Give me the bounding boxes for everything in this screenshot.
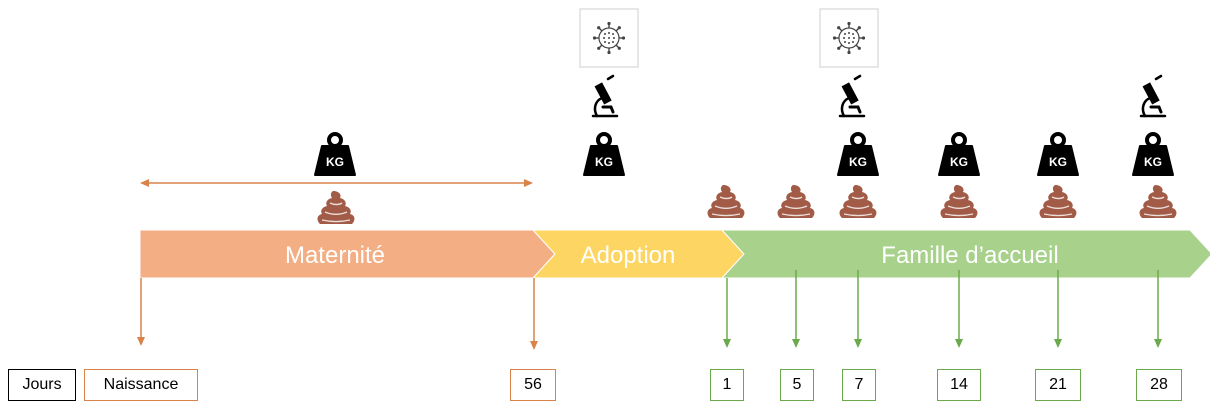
virus-test-frame <box>819 8 879 68</box>
virus-test-frame <box>579 8 639 68</box>
arrow-day-14 <box>955 270 963 348</box>
weight-kg-icon: KG <box>582 132 626 177</box>
arrow-day-56 <box>530 278 538 350</box>
weight-kg-icon: KG <box>836 132 880 177</box>
phase-maternite-label: Maternité <box>285 242 385 269</box>
day-28-label: 28 <box>1136 369 1182 401</box>
virus-icon <box>592 21 626 55</box>
arrow-day-5 <box>792 270 800 348</box>
arrow-day-28 <box>1154 270 1162 348</box>
jours-label: Jours <box>8 369 76 401</box>
day-14-label: 14 <box>937 369 981 401</box>
arrow-day-7 <box>854 270 862 348</box>
phase-famille-label: Famille d’accueil <box>881 242 1058 269</box>
phase-famille-shape <box>720 229 1210 279</box>
arrow-day-1 <box>723 278 731 348</box>
svg-text:KG: KG <box>326 155 344 169</box>
stool-icons <box>316 184 1178 225</box>
phase-adoption-label: Adoption <box>581 242 676 269</box>
svg-text:KG: KG <box>950 155 968 169</box>
svg-text:KG: KG <box>849 155 867 169</box>
microscope-icon <box>838 74 866 118</box>
naissance-label: Naissance <box>84 369 198 401</box>
day-1-label: 1 <box>710 369 744 401</box>
maternite-span-arrow <box>140 179 533 187</box>
virus-icon <box>832 21 866 55</box>
phase-band: Maternité Adoption Famille d’accueil <box>139 229 1210 279</box>
stool-icon <box>706 184 746 219</box>
stool-icon <box>1038 184 1078 219</box>
virus-icons <box>579 8 879 68</box>
weight-kg-icon: KG <box>1036 132 1080 177</box>
day-7-label: 7 <box>842 369 876 401</box>
day-arrows <box>137 270 1162 350</box>
day-21-label: 21 <box>1035 369 1081 401</box>
svg-text:KG: KG <box>595 155 613 169</box>
microscope-icon <box>1139 74 1167 118</box>
svg-text:KG: KG <box>1144 155 1162 169</box>
svg-text:KG: KG <box>1049 155 1067 169</box>
weight-icons: KG KG KG KG KG KG <box>313 132 1175 177</box>
weight-kg-icon: KG <box>313 132 357 177</box>
arrow-naissance <box>137 278 145 346</box>
arrow-day-21 <box>1054 270 1062 348</box>
stool-icon <box>939 184 979 219</box>
weight-kg-icon: KG <box>1131 132 1175 177</box>
stool-icon <box>316 190 356 225</box>
microscope-icons <box>591 74 1167 118</box>
stool-icon <box>1138 184 1178 219</box>
stool-icon <box>838 184 878 219</box>
microscope-icon <box>591 74 619 118</box>
weight-kg-icon: KG <box>937 132 981 177</box>
stool-icon <box>776 184 816 219</box>
day-56-label: 56 <box>510 369 556 401</box>
day-5-label: 5 <box>780 369 814 401</box>
